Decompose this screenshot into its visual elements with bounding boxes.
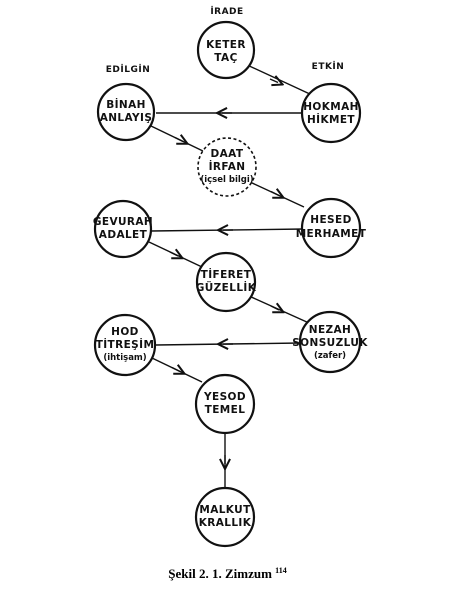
binah-name: BİNAH: [106, 97, 146, 111]
node-daat: DAAT İRFAN (içsel bilgi): [197, 137, 257, 197]
node-keter: KETER TAÇ: [196, 20, 256, 80]
node-binah: BİNAH ANLAYIŞ: [96, 82, 156, 142]
hesed-name: HESED: [310, 214, 351, 226]
gevurah-meaning: ADALET: [99, 229, 148, 241]
figure-caption: Şekil 2. 1. Zimzum 114: [0, 566, 455, 582]
nezah-note: (zafer): [314, 351, 346, 361]
daat-meaning: İRFAN: [209, 159, 246, 173]
node-hesed: HESED MERHAMET: [296, 197, 367, 259]
tiferet-meaning: GÜZELLİK: [196, 280, 257, 294]
arrow-keter-hokmah: [269, 79, 278, 83]
arrow-binah-daat: [174, 138, 183, 142]
node-nezah: NEZAH SONSUZLUK (zafer): [292, 310, 368, 374]
nezah-meaning: SONSUZLUK: [292, 337, 368, 349]
node-hod: HOD TİTREŞİM (ihtişam): [93, 313, 157, 377]
caption-text: Şekil 2. 1. Zimzum: [168, 566, 272, 581]
hokmah-meaning: HİKMET: [307, 112, 355, 126]
arrow-hod-yesod: [171, 368, 180, 372]
label-etkin: ETKİN: [312, 61, 345, 72]
binah-meaning: ANLAYIŞ: [100, 112, 153, 124]
keter-name: KETER: [206, 39, 246, 51]
daat-note: (içsel bilgi): [200, 175, 253, 185]
hokmah-name: HOKMAH: [303, 101, 359, 113]
malkut-name: MALKUT: [199, 504, 251, 516]
yesod-meaning: TEMEL: [205, 404, 246, 416]
label-edilgin: EDİLGİN: [106, 64, 150, 75]
malkut-meaning: KRALLIK: [199, 517, 252, 529]
nezah-name: NEZAH: [309, 324, 352, 336]
node-malkut: MALKUT KRALLIK: [194, 486, 256, 548]
tiferet-name: TİFERET: [201, 267, 252, 281]
yesod-name: YESOD: [203, 391, 246, 403]
node-hokmah: HOKMAH HİKMET: [300, 82, 362, 144]
hesed-meaning: MERHAMET: [296, 228, 367, 240]
node-gevurah: GEVURAH ADALET: [93, 199, 153, 259]
node-yesod: YESOD TEMEL: [194, 373, 256, 435]
daat-name: DAAT: [211, 148, 244, 160]
gevurah-name: GEVURAH: [93, 216, 153, 228]
hod-meaning: TİTREŞİM: [96, 337, 155, 351]
arrow-daat-hesed: [270, 192, 279, 196]
arrow-gevurah-tiferet: [169, 252, 178, 256]
arrow-tiferet-nezah: [270, 306, 279, 310]
node-tiferet: TİFERET GÜZELLİK: [196, 251, 257, 313]
edge-keter-hokmah: [244, 63, 313, 96]
caption-footnote: 114: [275, 566, 287, 575]
label-irade: İRADE: [210, 6, 243, 17]
keter-meaning: TAÇ: [214, 52, 237, 64]
hod-note: (ihtişam): [103, 353, 146, 363]
hod-name: HOD: [111, 326, 139, 338]
edges: [148, 63, 313, 488]
